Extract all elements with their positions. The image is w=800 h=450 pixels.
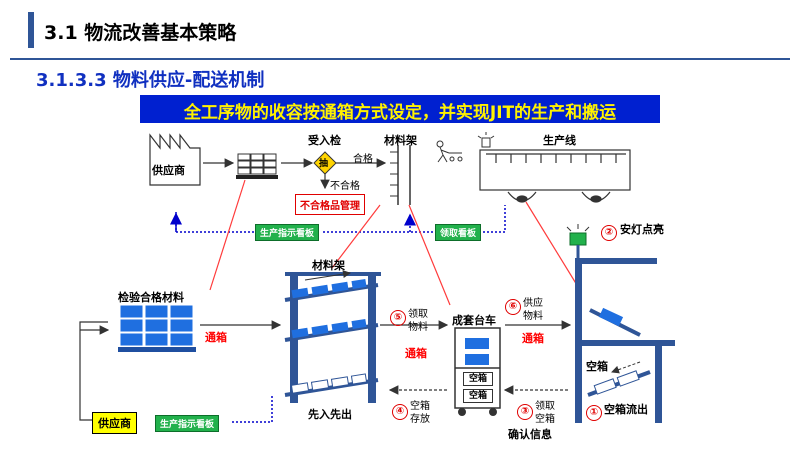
cart-empty-box-a: 空箱 (463, 372, 493, 386)
factory-icon (149, 133, 201, 186)
inspection-mark: 抽 (319, 159, 329, 169)
step6-marker: ⑥ (505, 294, 521, 315)
supplier-box-bottom: 供应商 (92, 412, 137, 434)
section-title: 3.1.3.3 物料供应-配送机制 (36, 70, 265, 91)
pickup-kanban-tag: 领取看板 (435, 224, 482, 241)
banner-background (140, 95, 660, 123)
inspected-material-label: 检验合格材料 (118, 291, 184, 304)
step3-label-line2: 空箱 (535, 414, 555, 425)
step5-marker: ⑤ (390, 305, 406, 326)
step3-number: ③ (517, 404, 533, 420)
step3-label-line1: 领取 (535, 401, 555, 412)
fail-label: 不合格 (330, 181, 360, 192)
rack-icon (390, 145, 411, 205)
material-rack-large-icon (284, 270, 381, 403)
production-line-label: 生产线 (543, 134, 576, 147)
inspection-label: 受入检 (308, 134, 341, 147)
step4-number: ④ (392, 404, 408, 420)
rack-label-top: 材料架 (384, 134, 417, 147)
step1-number: ① (586, 405, 602, 421)
workstation-icon (566, 224, 675, 423)
step4-label-line1: 空箱 (410, 401, 430, 412)
production-kanban-tag-top: 生产指示看板 (255, 224, 320, 241)
worker-cart-icon (436, 140, 463, 163)
ng-management-box: 不合格品管理 (295, 194, 365, 215)
step4-marker: ④ (392, 399, 408, 420)
step5-label-line2: 物料 (408, 322, 428, 333)
step2-label: 安灯点亮 (620, 223, 664, 236)
production-kanban-tag-bottom: 生产指示看板 (155, 415, 220, 432)
cart-label: 成套台车 (452, 314, 496, 327)
material-stack-icon (118, 304, 196, 352)
step2-number: ② (601, 225, 617, 241)
production-line-icon (479, 149, 631, 203)
title-accent-bar (28, 12, 34, 48)
step5-number: ⑤ (390, 310, 406, 326)
supplier-label-top: 供应商 (152, 164, 185, 177)
step6-label-line2: 物料 (523, 311, 543, 322)
station-empty-box-label: 空箱 (586, 360, 608, 373)
step6-label-line1: 供应 (523, 298, 543, 309)
turnover-box-label-1: 通箱 (205, 331, 227, 344)
title-divider (10, 58, 790, 60)
turnover-box-label-3: 通箱 (522, 332, 544, 345)
step1-marker: ① (586, 400, 602, 421)
rack-label-bottom: 材料架 (312, 259, 345, 272)
banner-text: 全工序物的收容按通箱方式设定，并实现JIT的生产和搬运 (183, 103, 617, 123)
turnover-box-label-2: 通箱 (405, 347, 427, 360)
cart-empty-box-b: 空箱 (463, 389, 493, 403)
step4-label-line2: 存放 (410, 414, 430, 425)
fifo-label: 先入先出 (308, 408, 352, 421)
andon-lamp-small-icon (477, 132, 495, 148)
step3-marker: ③ (517, 399, 533, 420)
step5-label-line1: 领取 (408, 309, 428, 320)
pass-label: 合格 (353, 154, 373, 165)
page-title: 3.1 物流改善基本策略 (44, 22, 237, 44)
step6-number: ⑥ (505, 299, 521, 315)
step3-label-line3: 确认信息 (508, 428, 552, 441)
step1-label: 空箱流出 (604, 403, 648, 416)
pallet-icon (236, 153, 278, 179)
step2-marker: ② (601, 220, 617, 241)
